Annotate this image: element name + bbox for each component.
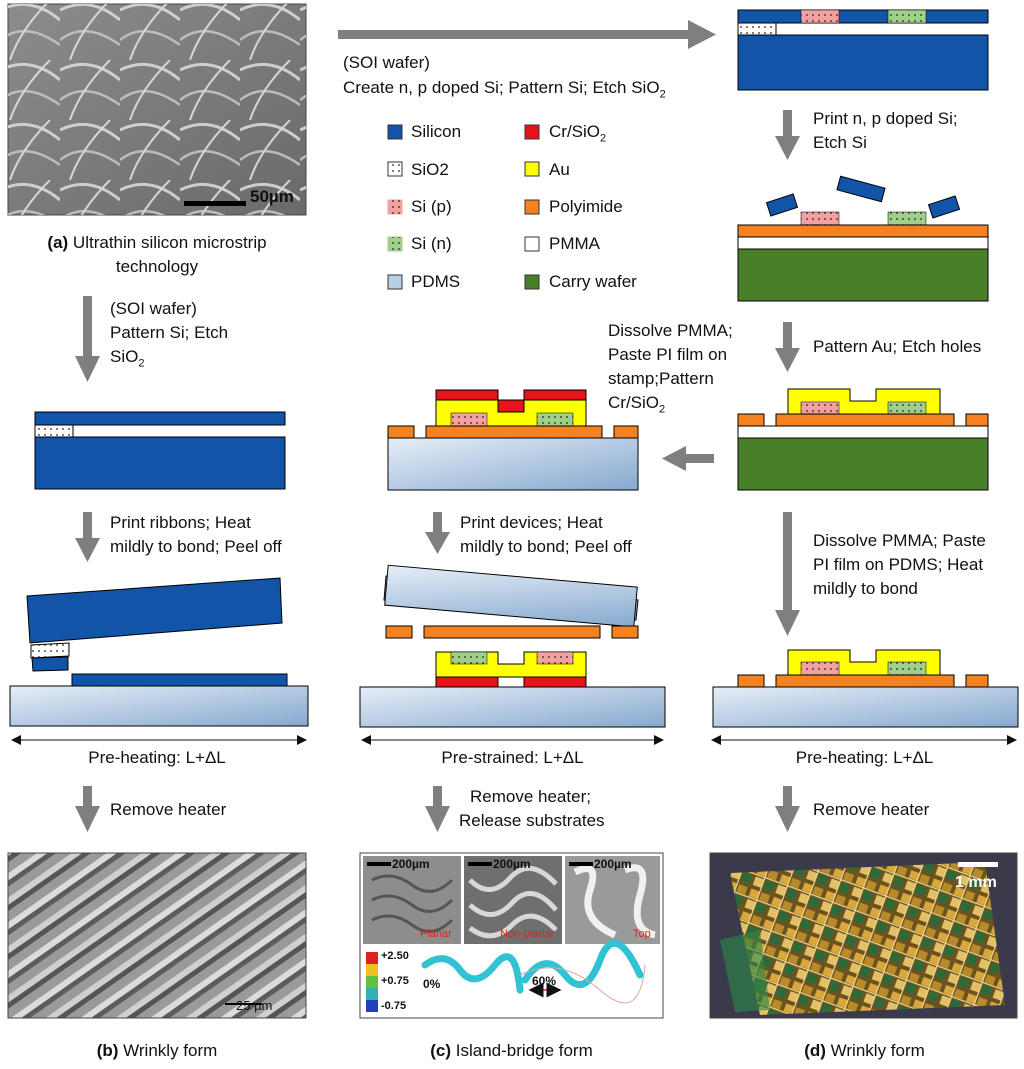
step-middle-dissolve-sub: 2 [659,403,665,415]
scale-bar-c2: 200µm [493,857,531,871]
remove-heater-middle-2: Release substrates [459,810,605,832]
caption-b: (b) Wrinkly form [8,1040,306,1062]
step-right-pattern: Pattern Au; Etch holes [813,336,981,358]
step-right-dissolve-2: PI film on PDMS; Heat [813,554,983,576]
legend-carry-wafer: Carry wafer [549,271,637,293]
top-step-line2-sub: 2 [660,88,666,100]
legend-si-n: Si (n) [411,233,452,255]
legend-polyimide: Polyimide [549,196,623,218]
caption-c: (c) Island-bridge form [360,1040,663,1062]
step-middle-print-2: mildly to bond; Peel off [460,536,632,558]
strain-0: 0% [423,977,440,991]
arrow-top-right [338,20,716,49]
legend-cr-sio2: Cr/SiO2 [549,121,606,149]
step-right-print-1: Print n, p doped Si; [813,108,958,130]
step-left-soi-3: SiO2 [110,346,144,374]
right-stack-au [738,389,988,490]
right-stack-print [738,176,988,301]
caption-a-label: (a) [47,233,68,252]
step-right-print-2: Etch Si [813,132,867,154]
step-left-soi-3-text: SiO [110,347,138,366]
step-middle-dissolve-1: Dissolve PMMA; [608,320,733,342]
tag-planar: Planar [420,928,452,941]
strain-60: 60% [532,974,556,988]
step-middle-dissolve-4: Cr/SiO2 [608,392,665,420]
step-left-print-2: mildly to bond; Peel off [110,536,282,558]
legend-si-p: Si (p) [411,196,452,218]
scale-bar-a [184,201,246,206]
step-left-print-1: Print ribbons; Heat [110,512,251,534]
caption-b-label: (b) [97,1041,119,1060]
caption-d-label: (d) [804,1041,826,1060]
scale-bar-d-label: 1 mm [955,872,997,894]
middle-stack-stamp [388,390,638,490]
remove-heater-right: Remove heater [813,799,929,821]
soi-wafer-top [738,10,988,90]
step-middle-dissolve-3: stamp;Pattern [608,368,714,390]
caption-c-text: Island-bridge form [456,1041,593,1060]
scale-bar-c1: 200µm [392,857,430,871]
remove-heater-middle-1: Remove heater; [470,786,591,808]
top-step-line2-text: Create n, p doped Si; Pattern Si; Etch S… [343,78,660,97]
legend-cr-sio2-sub: 2 [600,132,606,144]
colorbar-min: -0.75 [381,1000,406,1013]
legend-pdms: PDMS [411,271,460,293]
top-step-line2: Create n, p doped Si; Pattern Si; Etch S… [343,77,666,105]
caption-d-text: Wrinkly form [831,1041,925,1060]
tag-non-planar: Non-planar [500,928,554,941]
right-stack-pdms [712,650,1018,740]
top-step-line1: (SOI wafer) [343,52,430,74]
scale-bar-c3: 200µm [594,857,632,871]
left-stack-soi [35,412,285,489]
pre-heating-left: Pre-heating: L+ΔL [8,747,306,769]
pre-heating-right: Pre-heating: L+ΔL [712,747,1017,769]
legend-au: Au [549,159,570,181]
colorbar-mid: +0.75 [381,975,409,988]
step-middle-dissolve-2: Paste PI film on [608,344,727,366]
caption-c-label: (c) [430,1041,451,1060]
caption-a: (a) Ultrathin silicon microstrip [8,232,306,254]
caption-a-line1: Ultrathin silicon microstrip [73,233,267,252]
scale-bar-b-label: 25 µm [236,998,272,1014]
caption-a-line2: technology [8,256,306,278]
step-right-dissolve-1: Dissolve PMMA; Paste [813,530,986,552]
panel-b-sem-image [8,853,306,1018]
middle-stack-print [360,565,665,740]
pre-strained-middle: Pre-strained: L+ΔL [360,747,665,769]
caption-b-text: Wrinkly form [123,1041,217,1060]
left-stack-print [10,578,308,740]
step-middle-print-1: Print devices; Heat [460,512,603,534]
step-right-dissolve-3: mildly to bond [813,578,918,600]
step-middle-dissolve-4-text: Cr/SiO [608,393,659,412]
legend-silicon: Silicon [411,121,461,143]
step-left-soi-2: Pattern Si; Etch [110,322,228,344]
legend-pmma: PMMA [549,233,600,255]
scale-bar-a-label: 50µm [250,186,294,208]
panel-a-sem-image [8,4,306,215]
legend-sio2: SiO2 [411,159,449,181]
caption-d: (d) Wrinkly form [712,1040,1017,1062]
remove-heater-left: Remove heater [110,799,226,821]
step-left-soi-sub: 2 [138,357,144,369]
tag-top: Top [633,928,651,941]
step-left-soi-1: (SOI wafer) [110,298,197,320]
legend-cr-sio2-text: Cr/SiO [549,122,600,141]
colorbar-max: +2.50 [381,950,409,963]
